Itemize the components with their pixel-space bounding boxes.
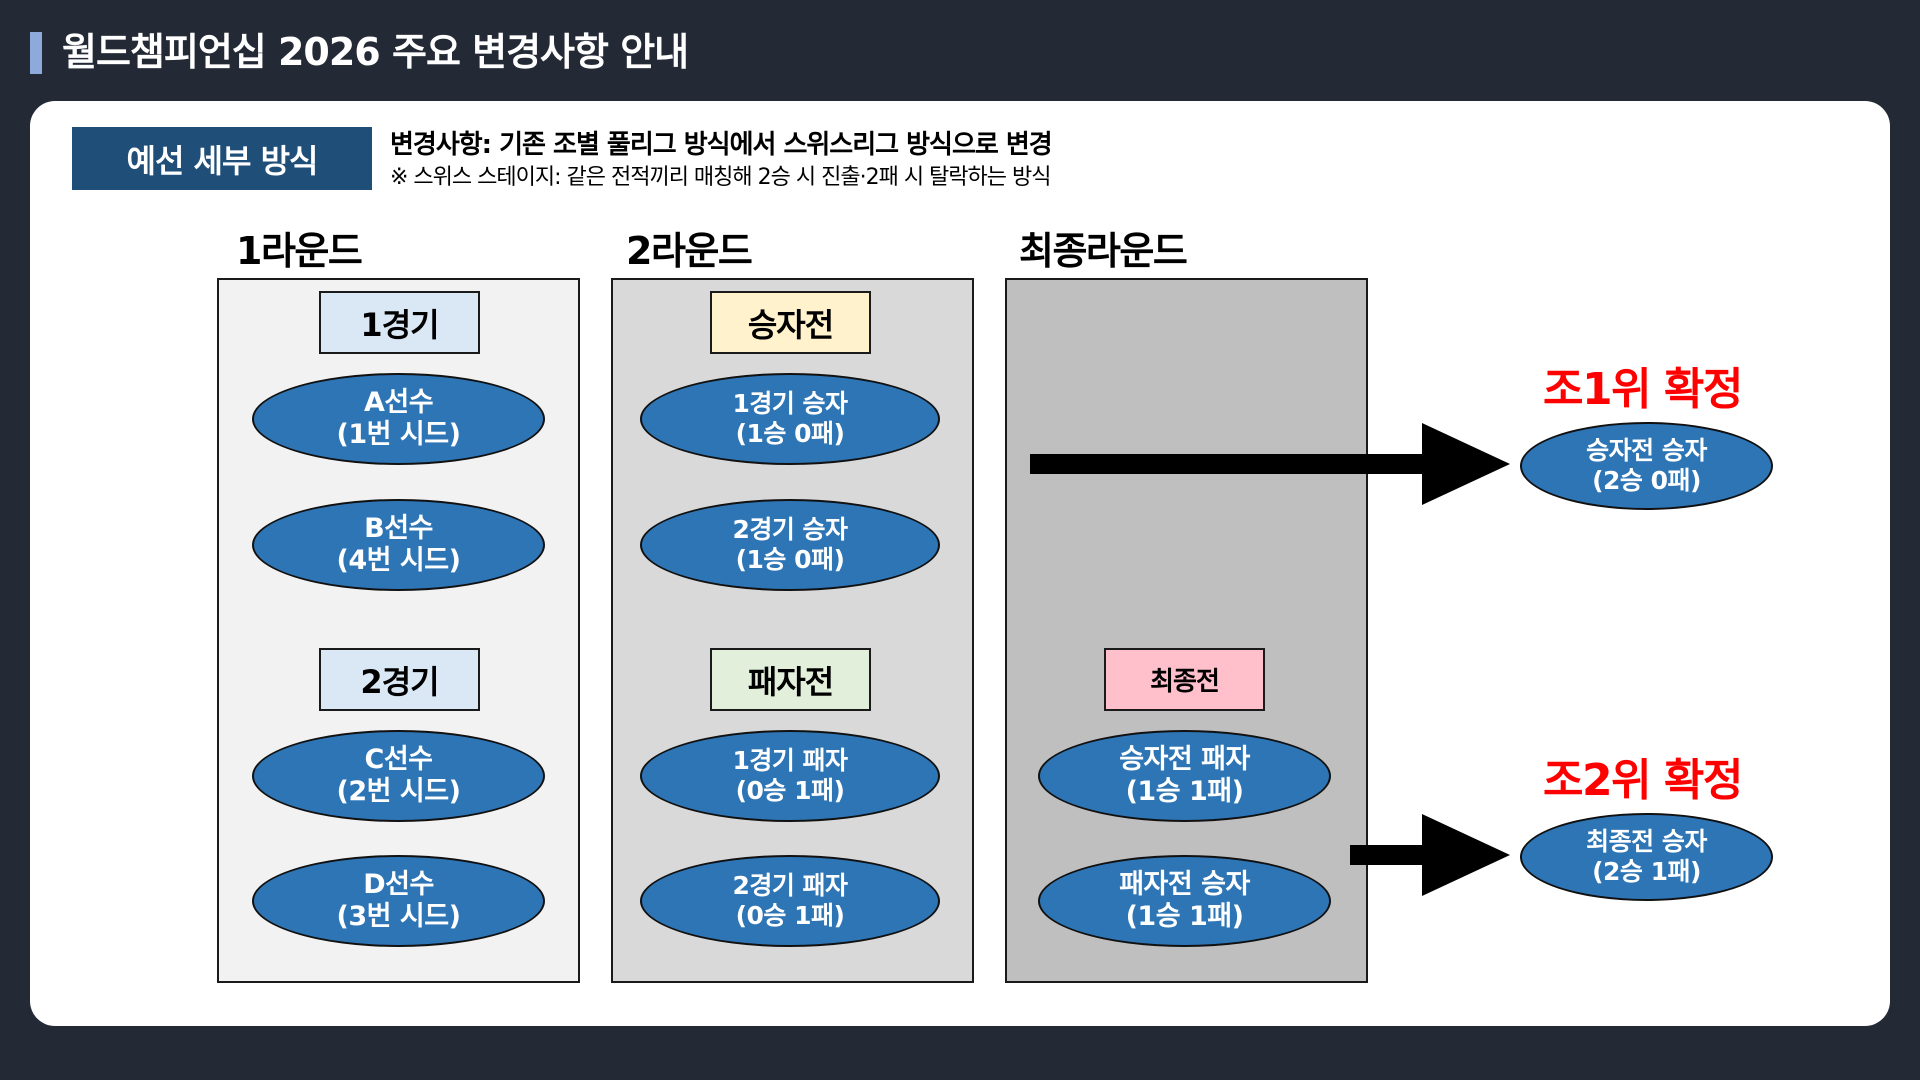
- node-line-1: C선수: [364, 743, 434, 775]
- winners-match-label: 승자전: [710, 291, 871, 354]
- player-node: C선수 (2번 시드): [252, 730, 545, 822]
- round-2-title: 2라운드: [626, 229, 753, 273]
- player-node: 1경기 승자 (1승 0패): [640, 373, 940, 465]
- node-line-1: 2경기 승자: [732, 515, 848, 544]
- node-line-2: (2승 0패): [1592, 466, 1701, 495]
- node-line-2: (1번 시드): [336, 419, 461, 450]
- node-line-1: A선수: [363, 386, 434, 418]
- match-1-label: 1경기: [319, 291, 480, 354]
- arrow-head-icon: [1422, 423, 1510, 505]
- change-summary: 변경사항: 기존 조별 풀리그 방식에서 스위스리그 방식으로 변경: [390, 130, 1053, 160]
- player-node: 승자전 패자 (1승 1패): [1038, 730, 1331, 822]
- node-line-2: (1승 1패): [1125, 901, 1244, 932]
- player-node: A선수 (1번 시드): [252, 373, 545, 465]
- arrow-to-first-place: [1030, 454, 1424, 474]
- node-line-2: (3번 시드): [336, 901, 461, 932]
- losers-match-label: 패자전: [710, 648, 871, 711]
- node-line-2: (2승 1패): [1592, 857, 1701, 886]
- node-line-1: D선수: [363, 868, 434, 900]
- first-place-label: 조1위 확정: [1543, 364, 1743, 415]
- node-line-1: 승자전 승자: [1586, 436, 1707, 465]
- node-line-1: 최종전 승자: [1586, 827, 1707, 856]
- first-place-node: 승자전 승자 (2승 0패): [1520, 422, 1773, 510]
- second-place-node: 최종전 승자 (2승 1패): [1520, 813, 1773, 901]
- node-line-1: 승자전 패자: [1119, 743, 1250, 775]
- title-accent-bar: [30, 32, 42, 74]
- page-title: 월드챔피언십 2026 주요 변경사항 안내: [62, 30, 689, 74]
- player-node: 2경기 패자 (0승 1패): [640, 855, 940, 947]
- node-line-1: 패자전 승자: [1119, 868, 1250, 900]
- player-node: D선수 (3번 시드): [252, 855, 545, 947]
- change-note: ※ 스위스 스테이지: 같은 전적끼리 매칭해 2승 시 진출·2패 시 탈락하…: [390, 165, 1051, 190]
- round-1-title: 1라운드: [236, 229, 363, 273]
- node-line-2: (1승 1패): [1125, 776, 1244, 807]
- player-node: 1경기 패자 (0승 1패): [640, 730, 940, 822]
- node-line-1: 1경기 승자: [732, 389, 848, 418]
- final-round-title: 최종라운드: [1019, 229, 1188, 273]
- final-match-label: 최종전: [1104, 648, 1265, 711]
- player-node: B선수 (4번 시드): [252, 499, 545, 591]
- arrow-to-second-place: [1350, 845, 1424, 865]
- node-line-2: (2번 시드): [336, 776, 461, 807]
- second-place-label: 조2위 확정: [1543, 755, 1743, 806]
- node-line-1: 2경기 패자: [732, 871, 848, 900]
- node-line-1: B선수: [364, 512, 433, 544]
- match-2-label: 2경기: [319, 648, 480, 711]
- node-line-2: (1승 0패): [735, 545, 845, 574]
- player-node: 2경기 승자 (1승 0패): [640, 499, 940, 591]
- arrow-head-icon: [1422, 814, 1510, 896]
- node-line-2: (0승 1패): [735, 901, 845, 930]
- node-line-2: (0승 1패): [735, 776, 845, 805]
- player-node: 패자전 승자 (1승 1패): [1038, 855, 1331, 947]
- node-line-2: (4번 시드): [336, 545, 461, 576]
- node-line-1: 1경기 패자: [732, 746, 848, 775]
- section-badge: 예선 세부 방식: [72, 127, 372, 190]
- node-line-2: (1승 0패): [735, 419, 845, 448]
